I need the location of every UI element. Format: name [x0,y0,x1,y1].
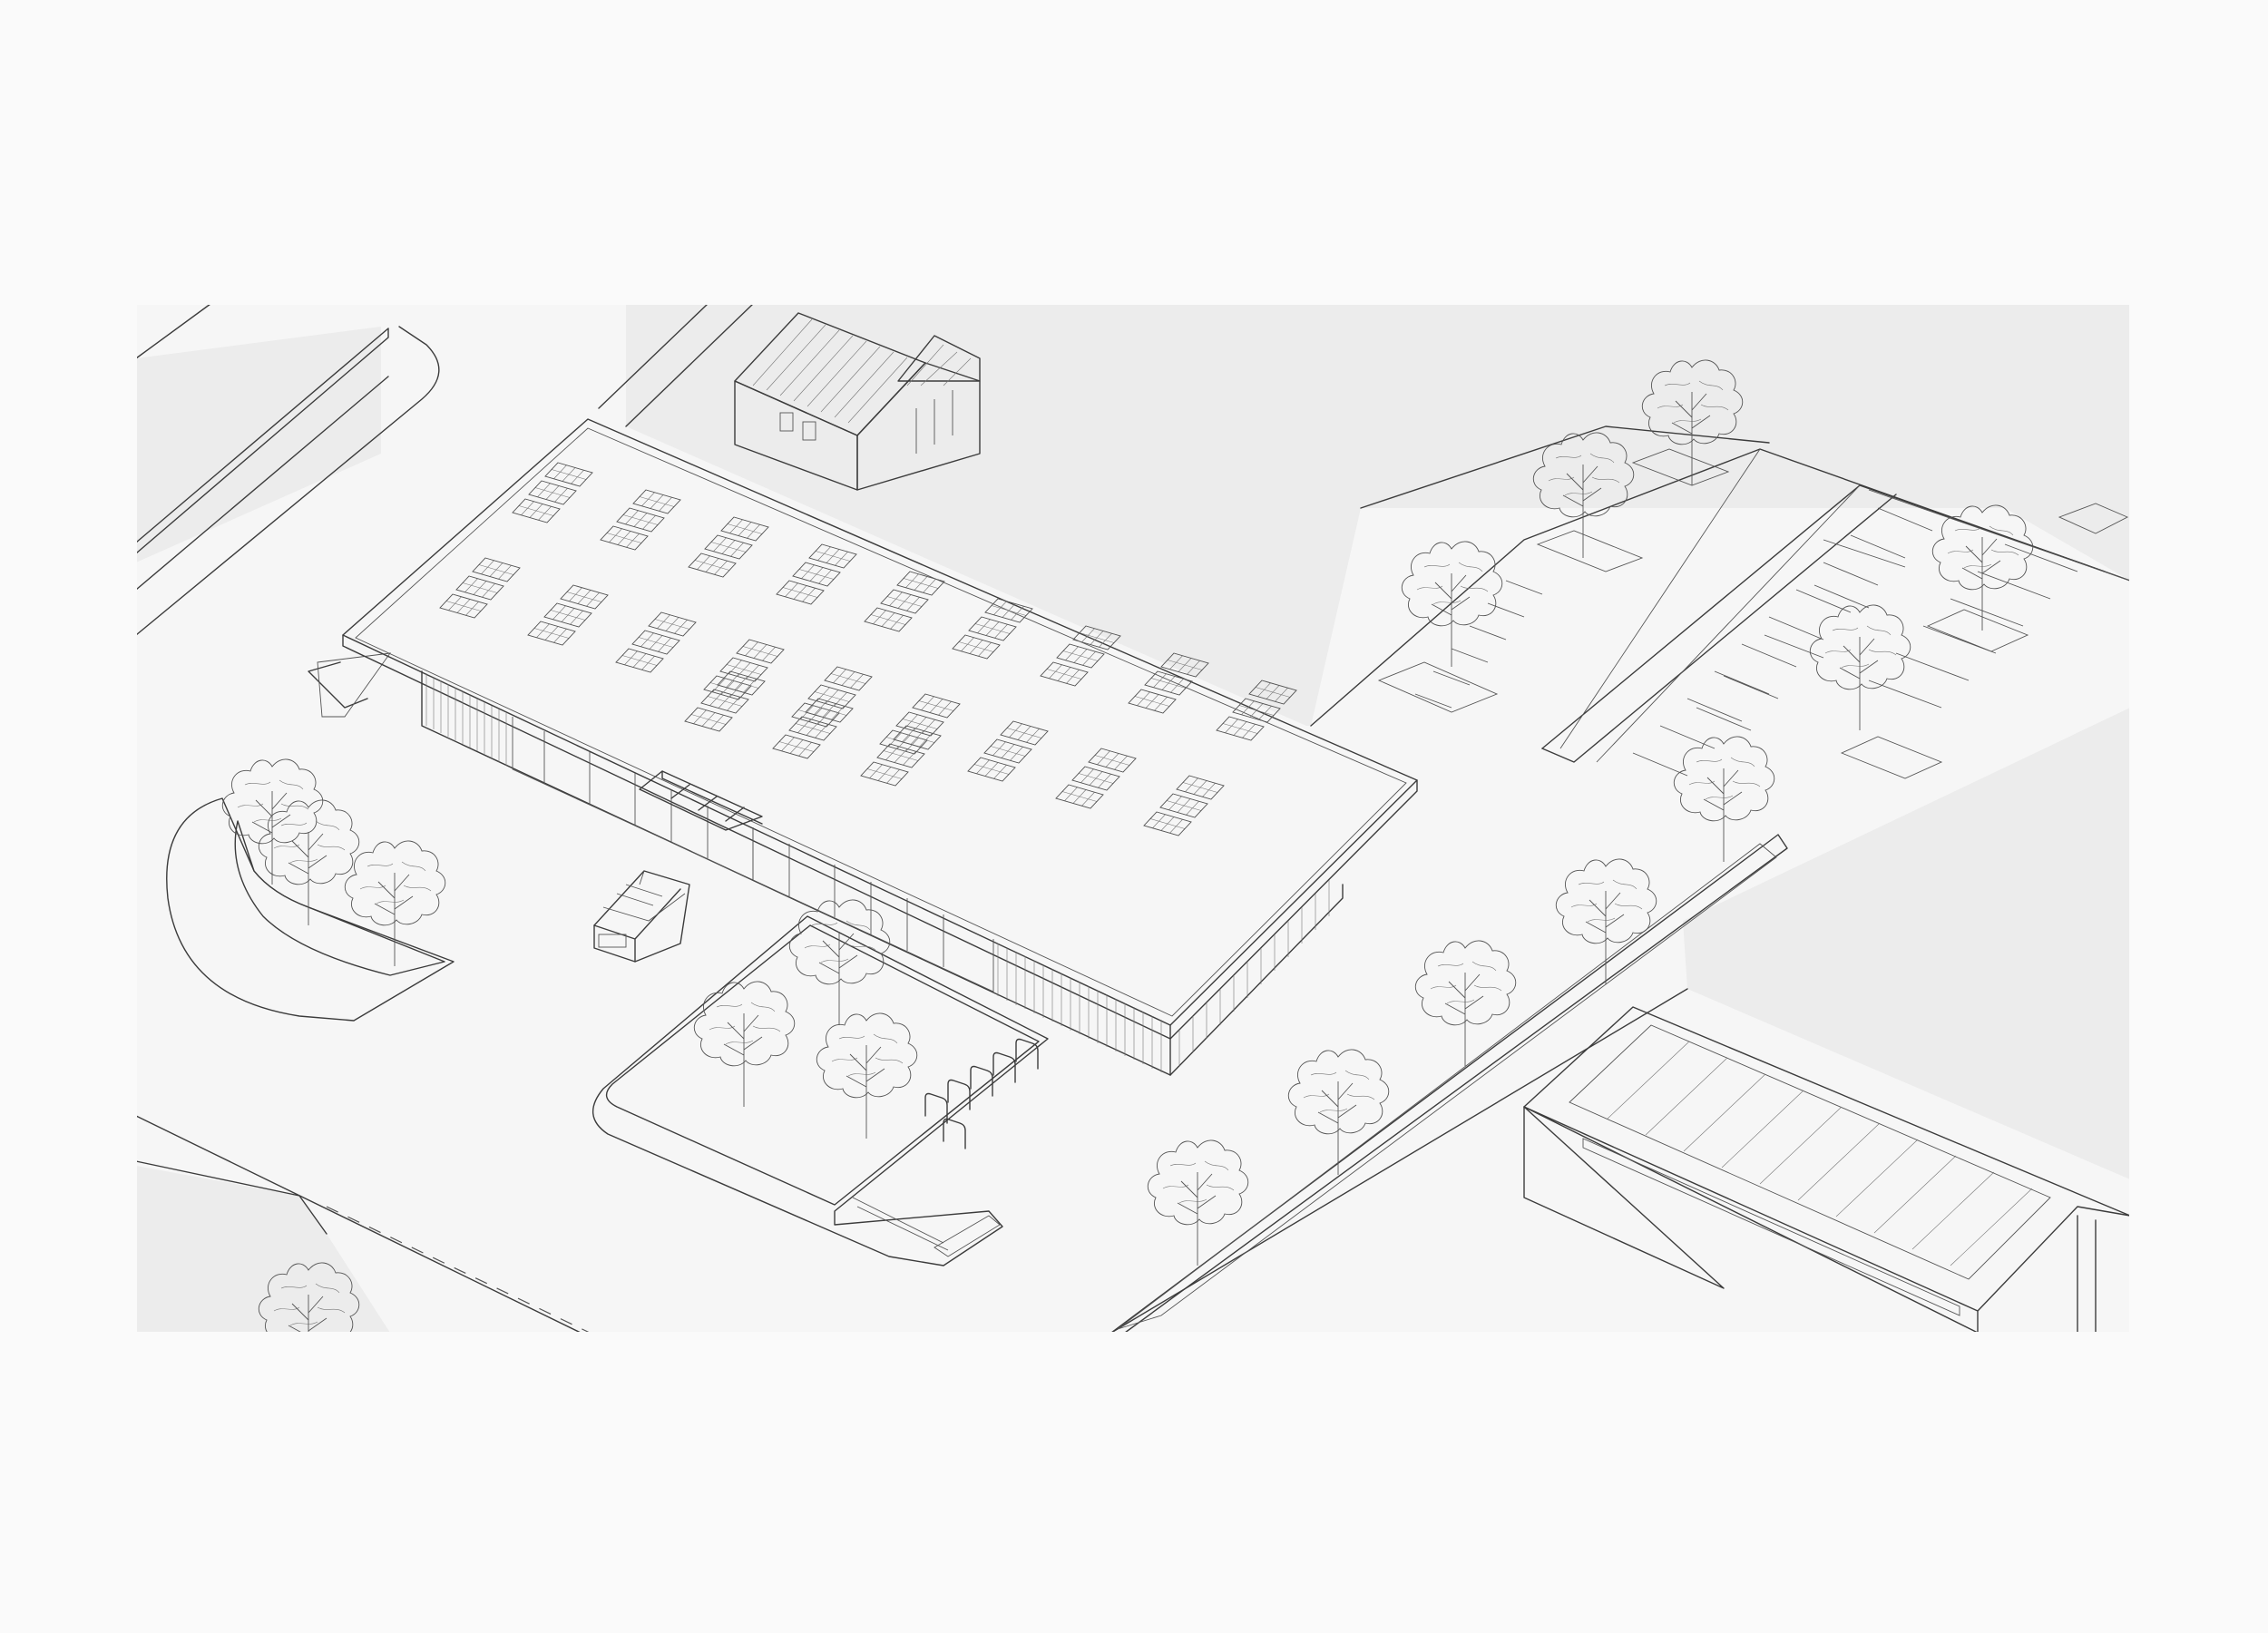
plaza [591,915,1049,1266]
tree-avenue-strip [1110,834,1788,1334]
grey-lot-top-left [136,327,381,562]
tree-pits [1377,448,2129,779]
grey-lot-bottom-left [136,1166,390,1333]
grey-lot-right [1683,708,2130,1179]
grey-lot-top [626,304,2130,726]
glass-facade [512,717,754,881]
parking-lot [1310,425,2131,777]
planter-left [166,797,455,1022]
house [734,312,981,491]
main-building [342,418,1418,1076]
fire-truck [593,870,690,963]
road-top-left [135,303,754,709]
road-bottom [135,988,1688,1334]
building-facade [421,670,1344,1076]
entrance-canopy [639,770,763,831]
